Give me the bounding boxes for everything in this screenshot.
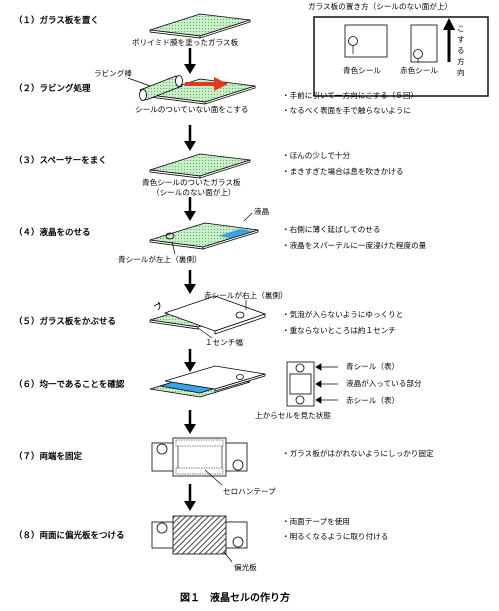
step8-label: （８）両面に偏光板をつける	[14, 531, 125, 541]
step6-blue-caption: 青シール（表）	[346, 362, 400, 371]
step5-top-plate	[163, 295, 267, 335]
step3-caption-1: 青色シールのついたガラス板	[142, 178, 241, 187]
step5-label: （５）ガラス板をかぶせる	[14, 317, 116, 327]
legend-direction-5: 向	[457, 68, 465, 77]
step2-glass-plate	[149, 78, 256, 105]
liquid-crystal-drop	[218, 229, 252, 238]
polarizer-label: 偏光板	[234, 563, 257, 572]
red-seal-mark	[235, 311, 245, 319]
figure-caption: 図１ 液晶セルの作り方	[180, 593, 290, 604]
polarizer	[172, 515, 227, 555]
step3-note-2: ・まきすぎた場合は息を吹きかける	[282, 167, 404, 176]
step3-label: （３）スペーサーをまく	[14, 156, 107, 166]
step4-note-1: ・右側に薄く延ばしてのせる	[282, 225, 381, 234]
liquid-crystal-label: 液晶	[254, 207, 270, 216]
step2-label: （２）ラビング処理	[14, 84, 91, 94]
legend-blue-seal: 青色シール	[343, 66, 381, 75]
step5-note-1: ・気泡が入らないようにゆっくりと	[282, 310, 404, 319]
step7-note-1: ・ガラス板がはがれないようにしっかり固定	[282, 449, 434, 458]
rubbing-rod-label: ラビング棒	[94, 69, 132, 78]
legend-direction-1: こ	[457, 24, 465, 33]
legend-direction-2: す	[457, 35, 465, 44]
legend-box	[313, 16, 489, 97]
step6-label: （６）均一であることを確認	[14, 380, 125, 390]
step1-glass-plate	[149, 13, 251, 39]
step5-note-2: ・重ならないところは約１センチ	[282, 326, 396, 335]
step1-label: （１）ガラス板を置く	[14, 16, 99, 26]
blue-seal-mark	[165, 232, 175, 240]
step8-note-2: ・明るくなるように取り付ける	[282, 532, 389, 541]
step5-red-caption: 赤シールが右上（裏側）	[204, 291, 288, 300]
step5-gap-caption: １センチ幅	[205, 338, 243, 347]
step3-caption-2: （シールのない面が上）	[152, 188, 236, 197]
step2-note-1: ・手前に引いて一方向にこする（５回）	[282, 91, 419, 100]
step4-note-2: ・液晶をスパーテルに一度浸けた程度の量	[282, 241, 427, 250]
legend-red-seal: 赤色シール	[400, 66, 438, 75]
step6-view-caption: 上からセルを見た状態	[255, 411, 331, 420]
step4-glass-plate	[149, 222, 259, 250]
legend-direction-4: 方	[457, 57, 465, 66]
top-view-box	[286, 361, 315, 407]
step8-note-1: ・両面テープを使用	[282, 517, 350, 526]
step6-lc-caption: 液晶が入っている部分	[346, 379, 422, 388]
step6-red-caption: 赤シール（表）	[346, 396, 400, 405]
step8-cell	[151, 515, 248, 555]
legend-direction-3: る	[457, 46, 465, 55]
rubbing-rod	[139, 75, 183, 101]
rubbing-direction-arrow	[185, 77, 228, 91]
legend-title: ガラス板の置き方（シールのない面が上）	[308, 2, 453, 11]
step4-label: （４）液晶をのせる	[14, 228, 91, 238]
step4-caption: 青シールが左上（裏側）	[118, 255, 202, 264]
step3-note-1: ・ほんの少しで十分	[282, 151, 351, 160]
step3-glass-plate	[149, 153, 251, 179]
tape-label: セロハンテープ	[223, 487, 276, 496]
step2-caption: シールのついていない面をこする	[135, 105, 249, 114]
step1-caption: ポリイミド膜を塗ったガラス板	[132, 38, 239, 47]
step7-label: （７）両端を固定	[14, 452, 83, 462]
step7-cell	[151, 437, 248, 477]
flow-arrows	[184, 48, 196, 511]
step2-note-2: ・なるべく表面を手で触らないように	[282, 106, 411, 115]
step6-cell	[149, 365, 266, 398]
